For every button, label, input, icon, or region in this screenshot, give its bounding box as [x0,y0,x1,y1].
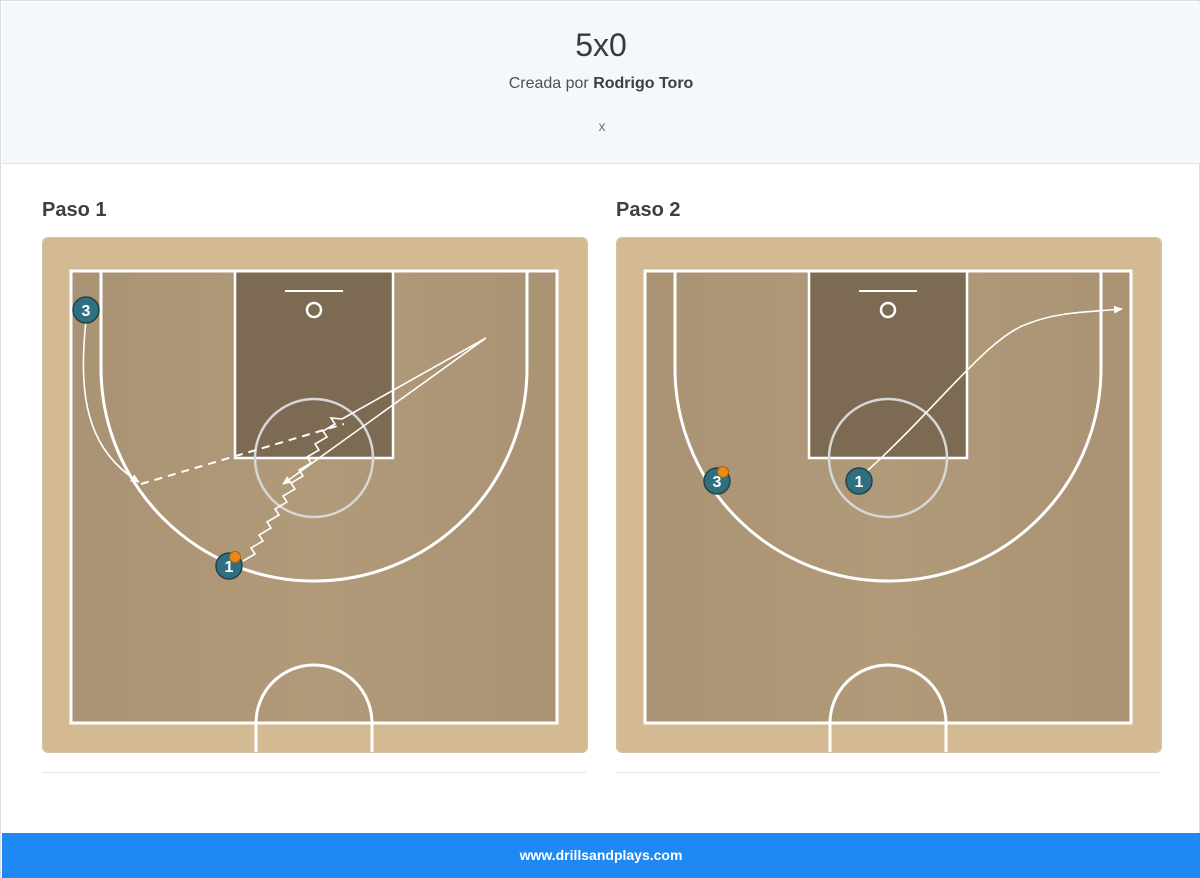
basketball-icon [229,551,241,563]
step-2-divider [616,772,1160,773]
basketball-icon [717,466,729,478]
step-2-title: Paso 2 [616,199,681,221]
footer-url[interactable]: www.drillsandplays.com [2,833,1200,878]
court-boundary [643,269,1133,725]
court-boundary [69,269,559,725]
court-svg: 3 1 [617,238,1161,752]
page-header: 5x0 Creada por Rodrigo Toro x [2,2,1200,164]
screen-cut-line [282,337,487,485]
player-1[interactable]: 1 [215,551,243,580]
pass-line [140,423,345,485]
player-1-number: 1 [855,474,864,491]
player-1[interactable]: 1 [845,467,873,495]
free-throw-circle [827,397,949,519]
step-1-title: Paso 1 [42,199,107,221]
paint-area [807,269,969,460]
center-circle [828,663,948,752]
close-button[interactable]: x [598,118,606,134]
author-name: Rodrigo Toro [593,75,694,92]
center-circle [254,663,374,752]
paint-area [233,269,395,460]
rim [305,301,323,319]
cut-line-player-3 [82,319,140,483]
player-3[interactable]: 3 [72,296,100,324]
three-point-line [99,271,529,583]
player-3-number: 3 [82,303,91,320]
three-point-line [673,271,1103,583]
dribble-line [242,417,343,562]
player-3-number: 3 [713,474,722,491]
step-1-divider [42,772,586,773]
player-3-marker [72,296,100,324]
cut-line-player-1 [866,305,1123,472]
created-by-label: Creada por [508,75,589,92]
rim [879,301,897,319]
page-title: 5x0 [575,27,627,63]
court-diagram-step-1: 3 1 [42,237,588,753]
player-1-number: 1 [225,559,234,576]
player-3[interactable]: 3 [703,466,731,495]
author-line: Creada por Rodrigo Toro [2,75,1200,93]
player-1-marker [845,467,873,495]
free-throw-circle [253,397,375,519]
court-svg: 3 1 [43,238,587,752]
court-diagram-step-2: 3 1 [616,237,1162,753]
